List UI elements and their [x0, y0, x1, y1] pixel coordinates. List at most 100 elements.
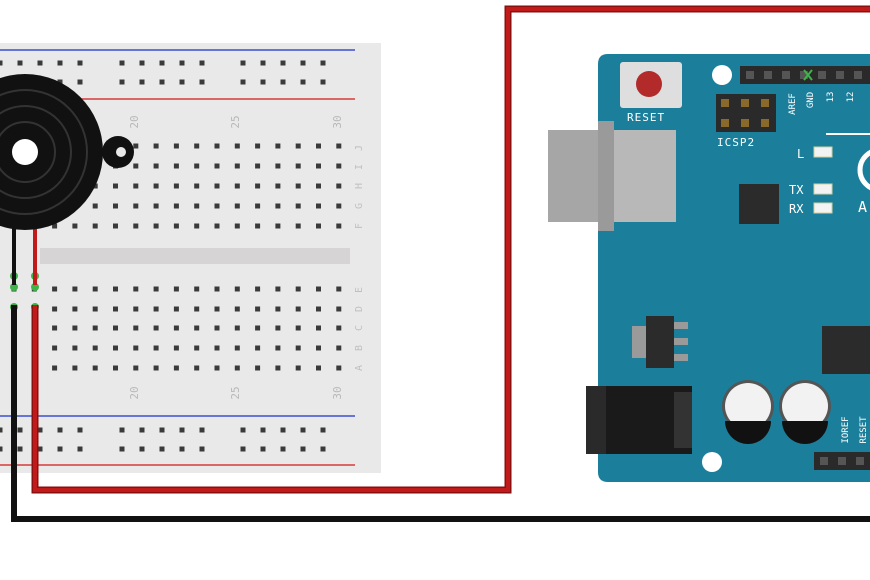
rail-hole — [159, 79, 165, 85]
breadboard-hole — [194, 143, 200, 149]
breadboard-hole — [234, 163, 240, 169]
breadboard-hole — [92, 203, 98, 209]
column-number-bottom-25: 25 — [229, 386, 242, 399]
column-number-bottom-30: 30 — [331, 386, 344, 399]
breadboard-hole — [173, 183, 179, 189]
breadboard-hole — [255, 223, 261, 229]
breadboard-hole — [133, 223, 139, 229]
buzzer-ring-3 — [0, 121, 56, 183]
reset-button — [636, 71, 662, 97]
breadboard-hole — [316, 143, 321, 149]
breadboard-hole — [113, 325, 118, 331]
breadboard-hole — [275, 183, 281, 189]
rail-hole — [37, 446, 43, 452]
breadboard-hole — [113, 286, 118, 292]
breadboard-hole — [275, 325, 281, 331]
breadboard-hole — [113, 183, 118, 189]
breadboard-hole — [153, 223, 159, 229]
voltage-regulator — [632, 316, 688, 368]
breadboard-hole — [275, 203, 281, 209]
breadboard-hole — [234, 203, 240, 209]
breadboard-hole — [113, 203, 118, 209]
breadboard-hole — [72, 223, 78, 229]
rail-hole — [57, 60, 63, 66]
dc-power-jack — [586, 386, 692, 454]
breadboard-hole — [173, 365, 179, 371]
breadboard-hole — [234, 183, 240, 189]
breadboard-hole — [92, 365, 98, 371]
breadboard-hole — [255, 286, 261, 292]
breadboard-hole — [133, 345, 139, 351]
breadboard-hole — [295, 325, 301, 331]
breadboard-hole — [194, 325, 200, 331]
row-letter-c: C — [354, 325, 365, 331]
buzzer-tab-hole — [116, 147, 126, 157]
capacitor-1 — [722, 380, 774, 444]
breadboard-hole — [295, 203, 301, 209]
breadboard-hole — [275, 286, 281, 292]
row-letter-f: F — [354, 223, 365, 229]
breadboard-hole — [92, 183, 98, 189]
breadboard-hole — [52, 365, 58, 371]
breadboard-hole — [255, 306, 261, 312]
pin-label-ioref: IOREF — [841, 416, 851, 443]
breadboard-hole — [316, 345, 321, 351]
breadboard-hole — [72, 306, 78, 312]
rail-hole — [77, 79, 83, 85]
breadboard-hole — [52, 345, 58, 351]
rail-hole — [0, 446, 3, 452]
breadboard-hole — [194, 223, 200, 229]
breadboard-hole — [113, 223, 118, 229]
rail-hole — [139, 427, 145, 433]
digital-header — [740, 66, 870, 84]
pin-label-power-reset: RESET — [859, 416, 869, 444]
breadboard-hole — [275, 345, 281, 351]
breadboard-hole — [194, 345, 200, 351]
pin-label-13: 13 — [826, 92, 836, 103]
breadboard-hole — [194, 203, 200, 209]
breadboard-hole — [52, 325, 58, 331]
buzzer-ring-1 — [0, 89, 88, 215]
column-number-top-25: 25 — [229, 115, 242, 128]
breadboard-hole — [336, 143, 342, 149]
breadboard-hole — [214, 345, 220, 351]
breadboard-hole — [194, 306, 200, 312]
breadboard-hole — [275, 306, 281, 312]
rail-hole — [57, 427, 63, 433]
rail-hole — [17, 60, 23, 66]
power-header — [814, 452, 870, 470]
rail-hole — [199, 446, 205, 452]
breadboard-hole — [194, 286, 200, 292]
breadboard-hole — [234, 223, 240, 229]
breadboard-hole — [336, 345, 342, 351]
breadboard-hole — [194, 163, 200, 169]
rail-hole — [199, 60, 205, 66]
rail-hole — [179, 79, 185, 85]
rail-hole — [139, 79, 145, 85]
rail-hole — [320, 60, 326, 66]
breadboard-hole — [214, 183, 220, 189]
breadboard-hole — [255, 325, 261, 331]
breadboard-hole — [214, 223, 220, 229]
breadboard-hole — [275, 163, 281, 169]
breadboard-hole — [92, 325, 98, 331]
breadboard-hole — [92, 223, 98, 229]
breadboard-hole — [234, 286, 240, 292]
rail-hole — [199, 427, 205, 433]
piezo-buzzer-icon — [0, 74, 134, 285]
rail-hole — [0, 60, 3, 66]
buzzer-center — [12, 139, 38, 165]
breadboard-hole — [173, 203, 179, 209]
breadboard-hole — [336, 306, 342, 312]
rail-hole — [280, 446, 286, 452]
breadboard-hole — [295, 143, 301, 149]
breadboard-hole — [113, 306, 118, 312]
rail-hole — [17, 446, 23, 452]
breadboard-hole — [133, 286, 139, 292]
breadboard-hole — [133, 365, 139, 371]
breadboard-hole — [173, 345, 179, 351]
breadboard-hole — [275, 365, 281, 371]
breadboard-hole — [234, 306, 240, 312]
column-number-top-20: 20 — [128, 115, 141, 128]
row-letter-j: J — [354, 145, 365, 151]
